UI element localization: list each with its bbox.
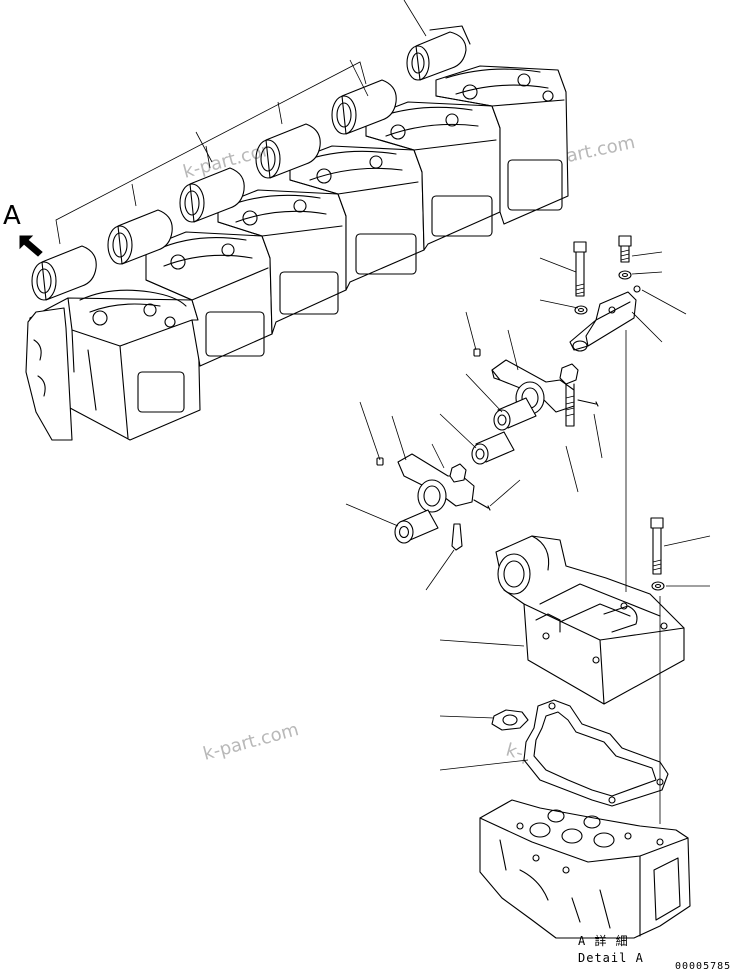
nut-upper bbox=[559, 363, 579, 385]
engine-overview bbox=[19, 0, 569, 441]
rocker-arm-lower bbox=[397, 453, 475, 513]
washer-1 bbox=[574, 305, 588, 315]
engine-front-face bbox=[25, 307, 73, 441]
cylinder-head bbox=[479, 799, 691, 939]
reference-bracket bbox=[55, 61, 367, 245]
cylinder-head-4 bbox=[289, 145, 425, 291]
detail-caption: A 詳 細 Detail A bbox=[578, 933, 648, 967]
detail-caption-jp: A 詳 細 bbox=[578, 934, 629, 948]
cylinder-head-5 bbox=[365, 101, 501, 251]
bushing-1 bbox=[493, 397, 537, 431]
washer-3 bbox=[651, 581, 665, 591]
axis-lines bbox=[625, 330, 661, 824]
pin-lower bbox=[473, 499, 491, 511]
view-label-a: A bbox=[3, 201, 21, 231]
cylinder-bosses bbox=[31, 25, 471, 301]
rocker-housing bbox=[495, 535, 685, 705]
gasket-large bbox=[523, 699, 669, 807]
washer-2 bbox=[618, 270, 632, 280]
leader-lines bbox=[345, 251, 711, 771]
adjust-screw-lower bbox=[451, 523, 463, 551]
cylinder-head-2 bbox=[145, 231, 273, 367]
rocker-bracket bbox=[569, 291, 637, 352]
nut-lower bbox=[449, 463, 467, 483]
cylinder-head-1 bbox=[27, 289, 201, 441]
pin-small-lower bbox=[376, 457, 384, 466]
cylinder-head-6 bbox=[435, 65, 569, 225]
drawing-code: 00005785 bbox=[675, 961, 732, 972]
pin-1 bbox=[633, 285, 641, 293]
watermark-3: k-part.com bbox=[201, 719, 301, 765]
detail-caption-en: Detail A bbox=[578, 951, 644, 965]
bolt-long-2 bbox=[650, 517, 664, 575]
bushing-3 bbox=[394, 509, 439, 544]
exploded-detail bbox=[345, 235, 711, 939]
bolt-short-1 bbox=[618, 235, 632, 263]
adjust-screw-upper bbox=[565, 383, 575, 427]
view-arrow-icon bbox=[19, 235, 43, 257]
gasket-small bbox=[491, 709, 529, 731]
pin-small-upper bbox=[473, 348, 481, 357]
bushing-2 bbox=[471, 431, 515, 465]
bolt-long-1 bbox=[573, 241, 587, 297]
pin-upper bbox=[577, 399, 599, 407]
